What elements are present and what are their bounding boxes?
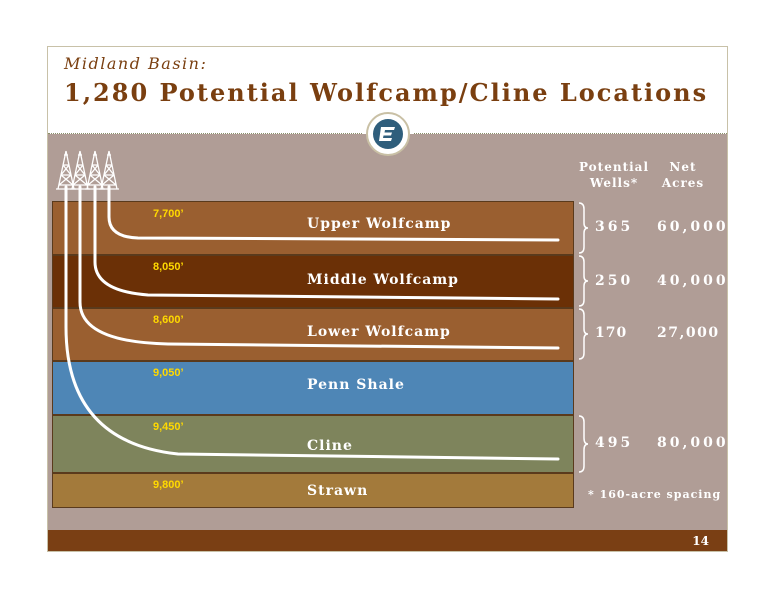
header-divider-right [414,133,727,134]
layer-penn-shale: 9,050’ Penn Shale [52,361,574,415]
oil-derrick-icon [70,150,90,190]
slide-subtitle: Midland Basin: [64,54,208,73]
layer-name: Strawn [307,483,369,499]
column-header-wells: Potential Wells* [576,159,652,191]
column-header-wells-line2: Wells* [589,176,639,190]
acres-lower-wolfcamp: 27,000 [657,325,720,341]
company-logo-icon [366,112,410,156]
oil-derrick-icon [99,150,119,190]
wells-cline: 495 [595,435,634,451]
layer-upper-wolfcamp: 7,700’ Upper Wolfcamp [52,201,574,255]
depth-label: 9,450’ [153,421,184,433]
wellbore-cline [64,185,560,461]
layer-name: Middle Wolfcamp [307,272,459,288]
wells-lower-wolfcamp: 170 [595,325,628,341]
column-header-acres-line2: Acres [661,176,705,190]
spacing-footnote: * 160-acre spacing [588,488,722,501]
column-header-acres-line1: Net [669,160,697,174]
layer-lower-wolfcamp: 8,600’ Lower Wolfcamp [52,308,574,361]
layer-name: Lower Wolfcamp [307,324,451,340]
layer-name: Penn Shale [307,377,405,393]
acres-middle-wolfcamp: 40,000 [657,273,728,289]
column-header-acres: Net Acres [652,159,714,191]
layer-name: Upper Wolfcamp [307,216,452,232]
slide: Midland Basin: 1,280 Potential Wolfcamp/… [47,46,728,552]
slide-title: 1,280 Potential Wolfcamp/Cline Locations [64,78,709,107]
acres-cline: 80,000 [657,435,728,451]
wellbore-lower-wolfcamp [78,185,560,350]
depth-label: 9,050’ [153,367,184,379]
page-number: 14 [692,534,709,548]
layer-name: Cline [307,438,353,454]
oil-derrick-icon [56,150,76,190]
wellbore-diagram [56,150,589,473]
wellbore-middle-wolfcamp [93,185,560,301]
wellbore-upper-wolfcamp [107,185,560,242]
depth-label: 9,800’ [153,479,184,491]
footer-bar: 14 [48,530,727,551]
header-divider-left [48,133,362,134]
depth-label: 8,050’ [153,261,184,273]
wells-upper-wolfcamp: 365 [595,219,634,235]
bracket-middle-wolfcamp [578,255,589,307]
wells-middle-wolfcamp: 250 [595,273,634,289]
acres-upper-wolfcamp: 60,000 [657,219,728,235]
depth-label: 7,700’ [153,208,184,220]
bracket-cline [578,415,589,473]
bracket-lower-wolfcamp [578,308,589,360]
depth-label: 8,600’ [153,314,184,326]
layer-strawn: 9,800’ Strawn [52,473,574,508]
oil-derrick-icon [85,150,105,190]
column-header-wells-line1: Potential [578,160,650,174]
bracket-upper-wolfcamp [578,202,589,254]
